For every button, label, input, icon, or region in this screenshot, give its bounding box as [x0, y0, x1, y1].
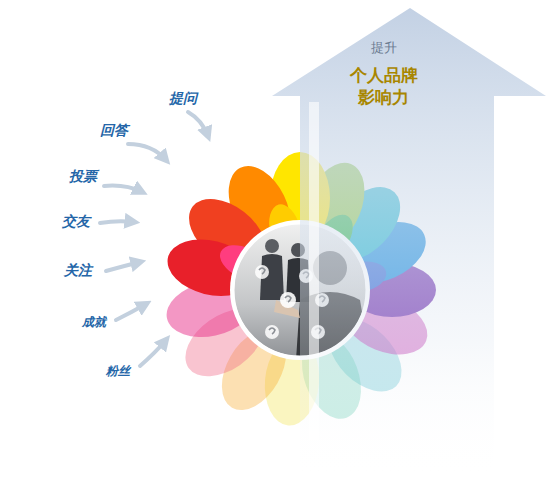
leader-arrow	[140, 340, 166, 366]
question-bubble	[255, 265, 269, 279]
question-bubble	[265, 325, 279, 339]
action-label: 投票	[69, 168, 97, 185]
action-label: 提问	[169, 90, 197, 107]
action-label: 关注	[64, 262, 92, 279]
leader-arrow	[104, 186, 142, 192]
leader-arrows	[100, 112, 208, 366]
leader-arrow	[128, 144, 166, 160]
leader-arrow	[106, 262, 140, 271]
arrow-shape	[272, 8, 546, 480]
question-bubble	[280, 292, 296, 308]
action-label: 成就	[82, 315, 106, 329]
action-label: 回答	[100, 122, 128, 139]
leader-arrow	[116, 304, 146, 320]
arrow-title: 个人品牌 影响力	[347, 64, 422, 108]
leader-arrow	[100, 221, 134, 223]
growth-arrow: 提升个人品牌 影响力	[268, 4, 550, 480]
person	[265, 239, 279, 253]
arrow-caption: 提升	[371, 40, 397, 57]
leader-arrow	[188, 112, 208, 136]
arrow-highlight	[309, 102, 319, 440]
action-label: 粉丝	[106, 364, 130, 378]
action-label: 交友	[62, 213, 90, 230]
